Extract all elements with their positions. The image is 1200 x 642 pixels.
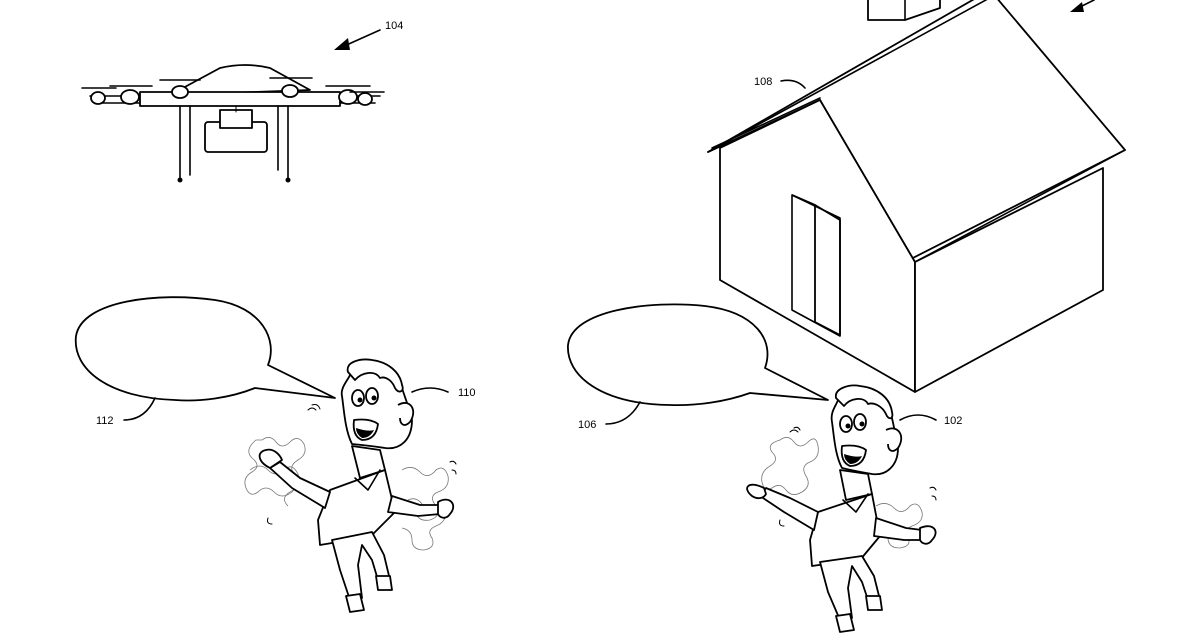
- label-108: 108: [754, 76, 806, 89]
- label-104: 104: [334, 20, 403, 50]
- label-102: 102: [899, 414, 962, 427]
- house: [707, 0, 1126, 393]
- label-104-text: 104: [385, 20, 403, 32]
- rotor: [109, 85, 153, 105]
- rotor: [81, 87, 117, 105]
- label-108-text: 108: [754, 76, 772, 88]
- rotor: [269, 77, 313, 98]
- label-110-text: 110: [458, 387, 476, 399]
- arrow-top-right: [1070, 0, 1095, 12]
- label-112-text: 112: [96, 415, 114, 427]
- rotor: [325, 85, 371, 105]
- label-106-text: 106: [578, 419, 596, 431]
- rotor: [159, 79, 201, 99]
- delivery-drone: [81, 64, 385, 183]
- label-110: 110: [411, 387, 476, 399]
- speech-bubble-left: [74, 296, 336, 402]
- person-right: [746, 384, 937, 633]
- label-112: 112: [96, 397, 156, 427]
- label-102-text: 102: [944, 415, 962, 427]
- label-106: 106: [578, 401, 641, 431]
- speech-bubble-right: [567, 303, 829, 407]
- person-left: [244, 358, 457, 613]
- rotor: [349, 91, 385, 106]
